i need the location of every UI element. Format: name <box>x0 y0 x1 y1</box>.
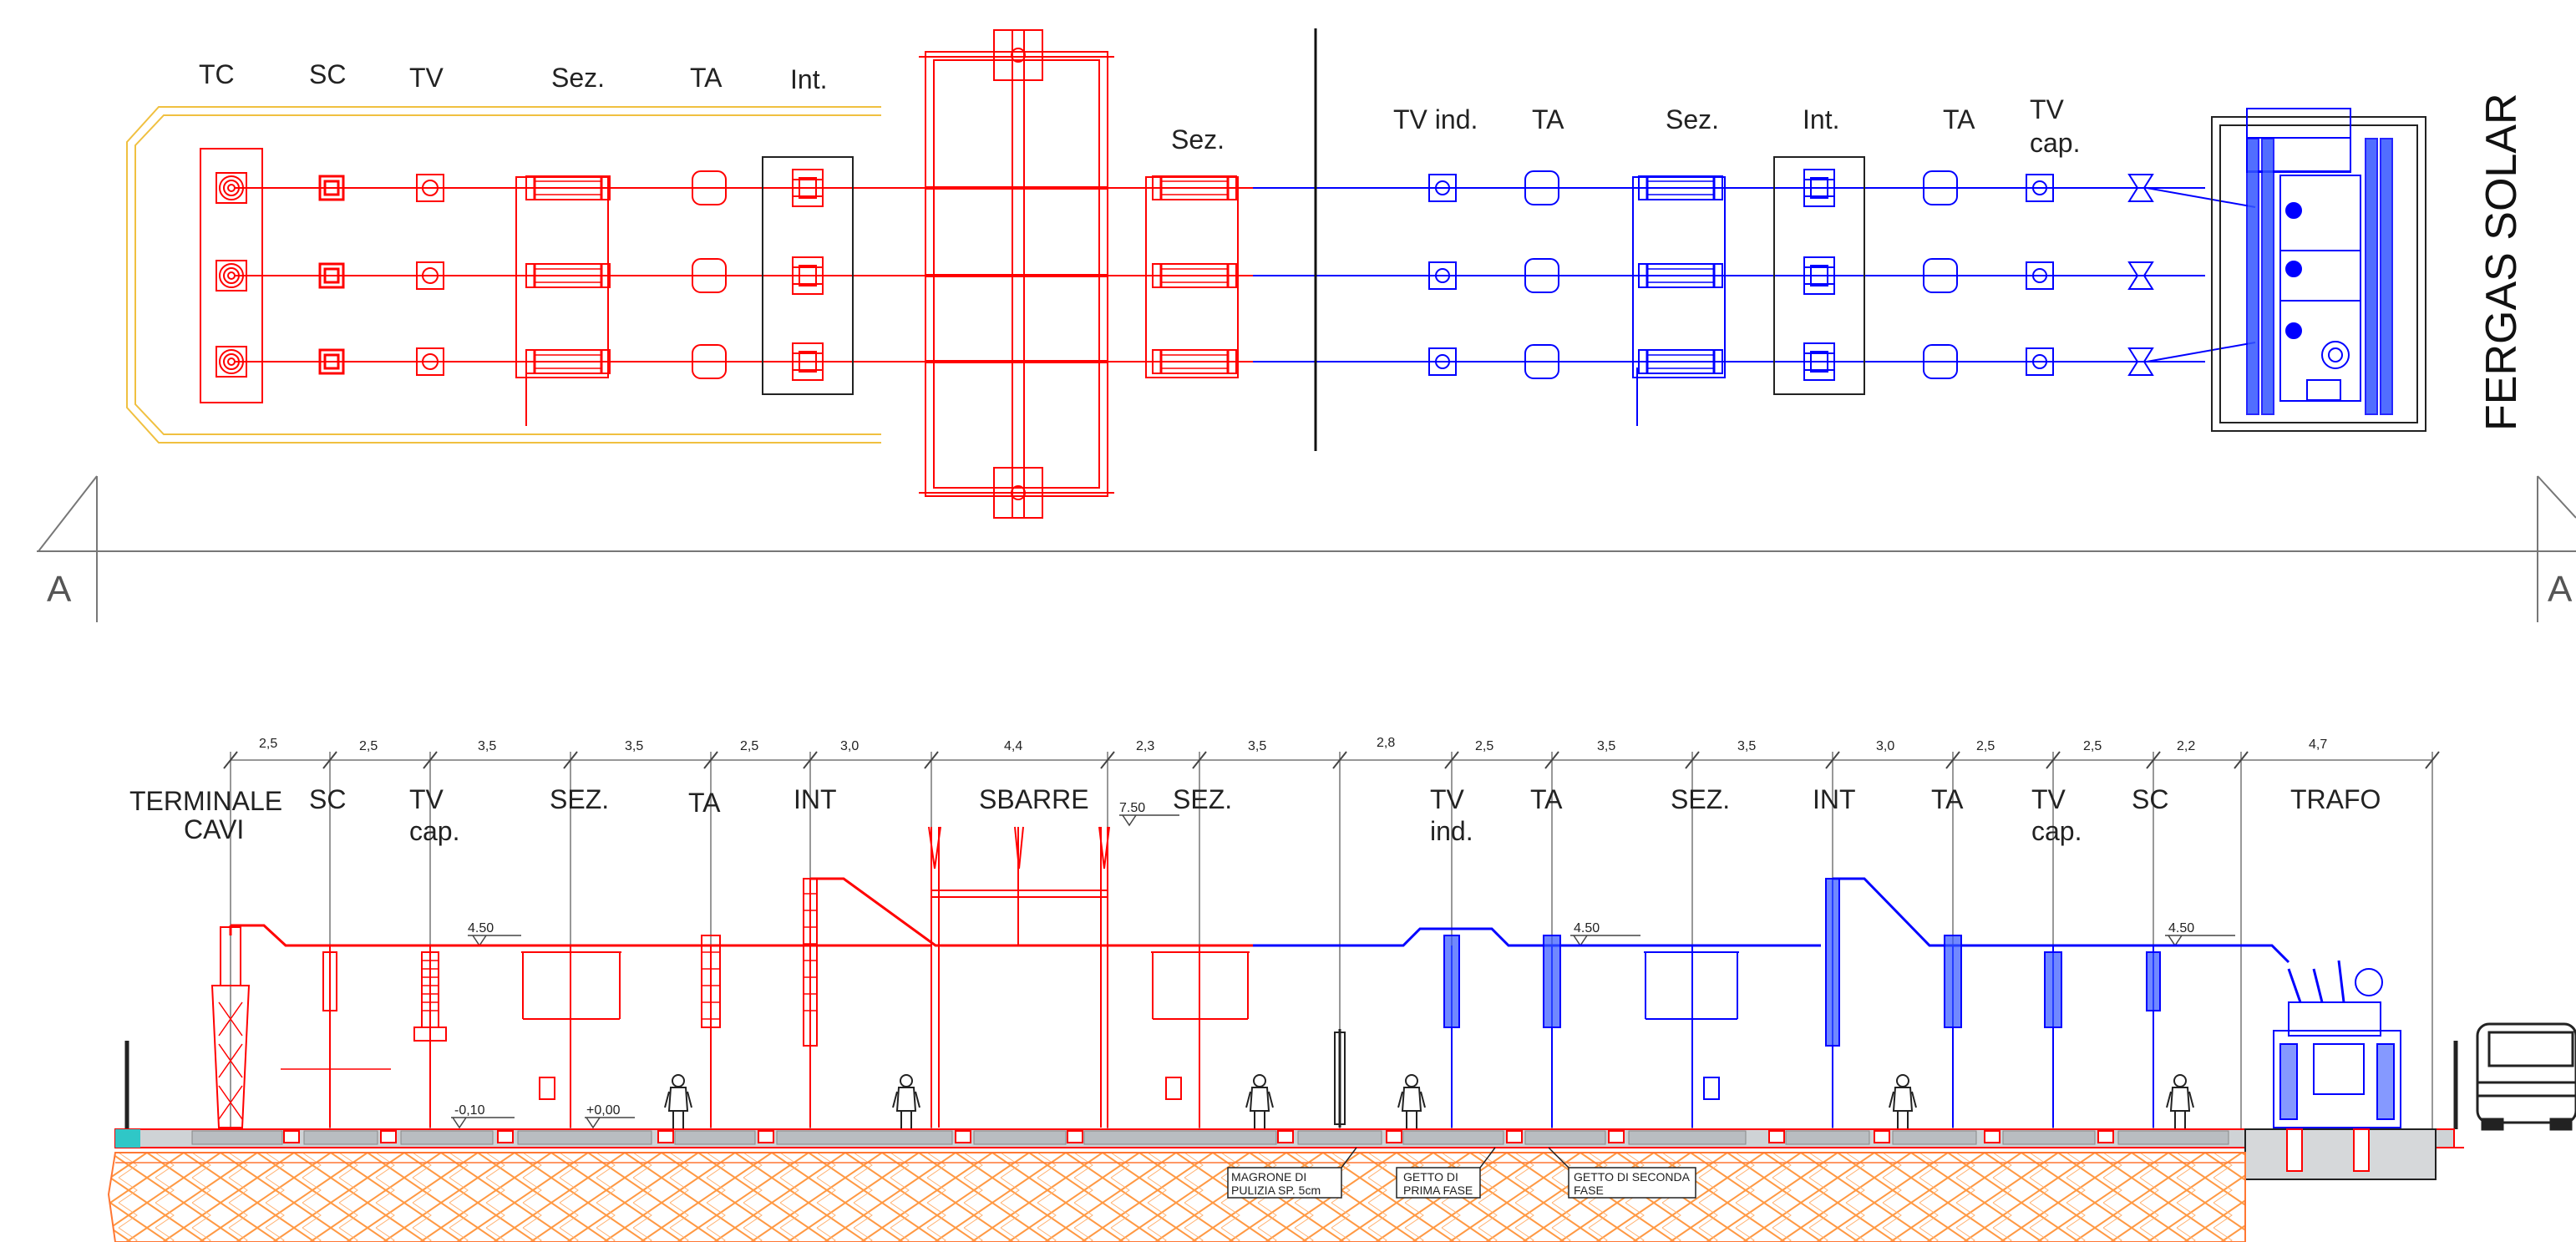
level-2: 4.50 <box>1574 921 1600 935</box>
foundation-red-markers <box>283 1130 2114 1143</box>
foundation-blocks <box>191 1130 2229 1145</box>
elev-label-tv: TV <box>409 784 444 814</box>
dim-2: 2,5 <box>359 739 378 753</box>
plan-label-tv: TV <box>409 63 444 93</box>
elev-label-ta-2: TA <box>1530 784 1563 814</box>
level-3: 4.50 <box>2168 921 2194 935</box>
elev-label-int-2: INT <box>1813 784 1856 814</box>
elev-label-sez-2: SEZ. <box>1173 784 1232 814</box>
plan-label-tv-ind: TV ind. <box>1393 104 1478 134</box>
elev-label-cavi: CAVI <box>184 814 244 844</box>
section-marker-label-left: A <box>47 569 72 610</box>
dim-12: 3,5 <box>1597 739 1615 753</box>
level-values: 4.50 4.50 4.50 7.50 -0,10 +0,00 <box>454 801 2194 1118</box>
dim-1: 2,5 <box>259 737 277 751</box>
plan-label-sez-1: Sez. <box>551 63 605 93</box>
section-marker-label-right: A <box>2548 569 2573 610</box>
dim-3: 3,5 <box>478 739 496 753</box>
hv-elevation <box>210 826 1253 1128</box>
cable-enclosure-outline <box>126 106 881 444</box>
dim-18: 4,7 <box>2309 738 2327 752</box>
note-getto-prima-1: GETTO DI <box>1403 1170 1458 1184</box>
plan-label-ta: TA <box>690 63 723 93</box>
mv-phase-lines <box>1253 187 2256 362</box>
note-magrone-1: MAGRONE DI <box>1231 1170 1306 1184</box>
note-getto-prima-2: PRIMA FASE <box>1403 1184 1473 1197</box>
level-1: 4.50 <box>468 921 494 935</box>
dim-9: 3,5 <box>1248 739 1266 753</box>
dim-4: 3,5 <box>625 739 643 753</box>
note-magrone-2: PULIZIA SP. 5cm <box>1231 1184 1321 1197</box>
dim-14: 3,0 <box>1876 739 1894 753</box>
transformer-plan <box>2211 108 2426 432</box>
soil-hatch <box>107 1152 2246 1242</box>
mv-elevation <box>1253 877 2401 1128</box>
elev-label-sbarre: SBARRE <box>979 784 1089 814</box>
truck-icon <box>2453 1022 2576 1131</box>
dim-8: 2,3 <box>1136 739 1154 753</box>
note-getto-seconda-1: GETTO DI SECONDA <box>1574 1170 1691 1184</box>
sez-plan-3 <box>1632 175 1726 426</box>
elev-label-cap-2: cap. <box>2031 816 2082 846</box>
elev-label-ta-3: TA <box>1931 784 1964 814</box>
dim-17: 2,2 <box>2177 739 2195 753</box>
elev-label-int: INT <box>794 784 837 814</box>
sez-plan-1 <box>515 175 611 426</box>
busbar-gantry <box>919 29 1114 519</box>
plan-label-int: Int. <box>790 64 827 94</box>
dim-7: 4,4 <box>1004 739 1022 753</box>
plan-label-ta-3: TA <box>1943 104 1975 134</box>
elev-label-tv-2: TV <box>1430 784 1465 814</box>
elev-label-sc: SC <box>309 784 346 814</box>
elev-label-ta: TA <box>688 788 721 818</box>
elev-label-sc-2: SC <box>2132 784 2168 814</box>
sez-plan-2 <box>1145 175 1239 378</box>
brand-label: FERGAS SOLAR <box>2477 93 2526 431</box>
dim-16: 2,5 <box>2083 739 2102 753</box>
elev-label-tv-3: TV <box>2031 784 2066 814</box>
construction-notes <box>1227 1147 1696 1199</box>
trafo-pit <box>2244 1128 2437 1180</box>
level-6: +0,00 <box>586 1103 621 1118</box>
int-frame-2 <box>1773 156 1865 395</box>
elev-label-terminale: TERMINALE <box>129 786 282 816</box>
elev-label-sez-3: SEZ. <box>1671 784 1730 814</box>
section-marker-right <box>2537 475 2576 622</box>
plan-label-int-2: Int. <box>1803 104 1839 134</box>
plan-label-ta-2: TA <box>1532 104 1564 134</box>
note-getto-seconda-2: FASE <box>1574 1184 1604 1197</box>
section-marker-left <box>37 475 2576 622</box>
dim-13: 3,5 <box>1737 739 1756 753</box>
tc-frame <box>200 148 263 403</box>
level-markers <box>451 814 2235 1129</box>
elevation-view: 2,5 2,5 3,5 3,5 2,5 3,0 4,4 2,3 3,5 2,8 … <box>107 736 2576 1242</box>
dim-10: 2,8 <box>1377 736 1395 750</box>
dim-6: 3,0 <box>840 739 859 753</box>
level-4: 7.50 <box>1119 801 1145 815</box>
elevation-labels: TERMINALE CAVI SC TV cap. SEZ. TA INT SB… <box>129 784 2381 846</box>
plan-view: TC SC TV Sez. TA Int. Sez. TV ind. TA Se… <box>37 28 2576 622</box>
dim-5: 2,5 <box>740 739 758 753</box>
plan-label-cap: cap. <box>2030 128 2080 158</box>
plan-label-tv-2: TV <box>2030 94 2065 124</box>
plan-label-tc: TC <box>199 59 235 89</box>
level-5: -0,10 <box>454 1103 485 1118</box>
plan-label-sez-3: Sez. <box>1666 104 1719 134</box>
plan-label-sez-2: Sez. <box>1171 124 1225 155</box>
dim-11: 2,5 <box>1475 739 1493 753</box>
dim-15: 2,5 <box>1976 739 1995 753</box>
dimension-values: 2,5 2,5 3,5 3,5 2,5 3,0 4,4 2,3 3,5 2,8 … <box>259 736 2327 753</box>
int-frame <box>762 156 854 395</box>
plan-label-sc: SC <box>309 59 346 89</box>
elev-label-trafo: TRAFO <box>2290 784 2381 814</box>
elev-label-ind: ind. <box>1430 816 1473 846</box>
elev-label-sez: SEZ. <box>550 784 609 814</box>
elev-label-cap: cap. <box>409 816 459 846</box>
scale-figures <box>664 1074 2194 1130</box>
